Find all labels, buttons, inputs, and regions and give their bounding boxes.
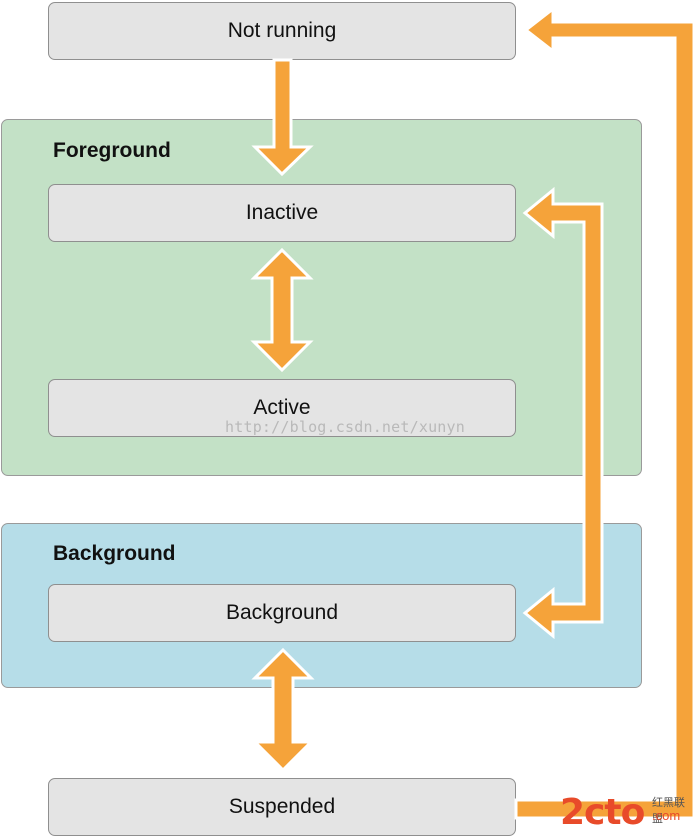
brand-text: 红黑联盟 (652, 797, 685, 825)
state-background: Background (48, 584, 516, 642)
foreground-region-title: Foreground (53, 139, 171, 162)
state-inactive: Inactive (48, 184, 516, 242)
state-suspended: Suspended (48, 778, 516, 836)
brand-suffix: .com (652, 808, 681, 823)
arrow-not-running-to-inactive (251, 58, 314, 177)
arrow-background-suspended (251, 647, 315, 773)
arrow-inactive-active (250, 247, 314, 373)
state-active: Active (48, 379, 516, 437)
brand-logo: 2cto 红黑联盟 .com (560, 788, 694, 833)
state-not-running: Not running (48, 2, 516, 60)
arrow-background-inactive (522, 186, 604, 640)
watermark-url: http://blog.csdn.net/xunyn (225, 418, 465, 436)
arrow-suspended-to-not-running (514, 5, 696, 820)
background-region-title: Background (53, 542, 176, 565)
brand-mark: 2cto (560, 792, 645, 833)
